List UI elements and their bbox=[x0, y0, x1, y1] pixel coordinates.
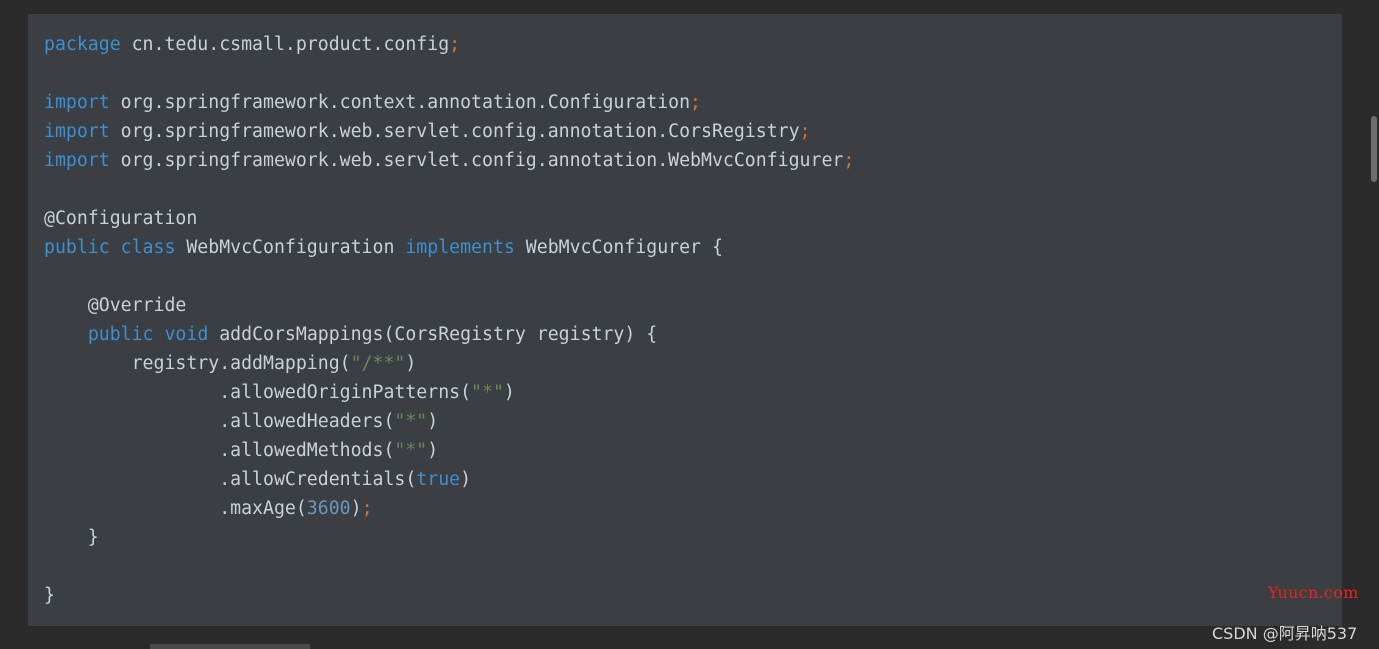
code-token: WebMvcConfigurer { bbox=[514, 237, 723, 258]
code-token: org.springframework.web.servlet.config.a… bbox=[109, 121, 800, 142]
code-line: package cn.tedu.csmall.product.config; bbox=[44, 30, 854, 59]
code-line bbox=[44, 262, 854, 291]
code-line: .allowedOriginPatterns("*") bbox=[44, 378, 854, 407]
code-line: import org.springframework.web.servlet.c… bbox=[44, 117, 854, 146]
code-token bbox=[44, 324, 88, 345]
code-token: .maxAge( bbox=[44, 498, 307, 519]
code-token: ) bbox=[350, 498, 362, 519]
code-token: public bbox=[44, 237, 110, 258]
code-token: "*" bbox=[394, 411, 428, 432]
code-token: 3600 bbox=[306, 498, 351, 519]
code-line: } bbox=[44, 523, 854, 552]
code-line: .allowedMethods("*") bbox=[44, 436, 854, 465]
code-token: ; bbox=[449, 34, 461, 55]
code-token: ) bbox=[427, 411, 439, 432]
code-line: .allowCredentials(true) bbox=[44, 465, 854, 494]
code-token: .allowCredentials( bbox=[44, 469, 417, 490]
code-token bbox=[154, 324, 165, 345]
code-token: "*" bbox=[471, 382, 504, 403]
code-line: @Configuration bbox=[44, 204, 854, 233]
code-token: ) bbox=[503, 382, 515, 403]
code-token: public bbox=[87, 324, 154, 345]
code-line: import org.springframework.context.annot… bbox=[44, 88, 854, 117]
code-token bbox=[110, 237, 121, 258]
code-line: public class WebMvcConfiguration impleme… bbox=[44, 233, 854, 262]
code-token: } bbox=[44, 527, 99, 548]
code-token: import bbox=[44, 92, 110, 113]
code-line: @Override bbox=[44, 291, 854, 320]
code-token: .allowedMethods( bbox=[44, 440, 395, 461]
code-line bbox=[44, 552, 854, 581]
code-line bbox=[44, 175, 854, 204]
code-token: true bbox=[416, 469, 461, 490]
code-token: ; bbox=[843, 150, 855, 171]
code-token: implements bbox=[405, 237, 515, 258]
code-token: "/**" bbox=[350, 353, 406, 374]
code-token: @Configuration bbox=[44, 208, 198, 229]
horizontal-scrollbar[interactable] bbox=[150, 644, 310, 649]
code-token: registry.addMapping( bbox=[44, 353, 351, 374]
code-token: WebMvcConfiguration bbox=[175, 237, 406, 258]
code-line: import org.springframework.web.servlet.c… bbox=[44, 146, 854, 175]
code-line: } bbox=[44, 581, 854, 610]
code-token: @Override bbox=[44, 295, 187, 316]
code-token: ) bbox=[427, 440, 439, 461]
code-token: cn.tedu.csmall.product.config bbox=[120, 34, 450, 55]
site-watermark: Yuucn.com bbox=[1268, 583, 1359, 602]
code-token: class bbox=[120, 237, 176, 258]
code-token: ; bbox=[799, 121, 811, 142]
code-token: package bbox=[44, 34, 121, 55]
code-line bbox=[44, 59, 854, 88]
scrollbar-thumb[interactable] bbox=[1371, 116, 1377, 182]
code-line: .allowedHeaders("*") bbox=[44, 407, 854, 436]
code-token: addCorsMappings(CorsRegistry registry) { bbox=[208, 324, 658, 345]
code-token: ) bbox=[405, 353, 417, 374]
code-token: ; bbox=[361, 498, 373, 519]
code-line: public void addCorsMappings(CorsRegistry… bbox=[44, 320, 854, 349]
code-token: void bbox=[164, 324, 209, 345]
code-token: ; bbox=[690, 92, 701, 113]
author-watermark: CSDN @阿昇呐537 bbox=[1212, 624, 1358, 643]
code-token: .allowedHeaders( bbox=[44, 411, 395, 432]
code-line: registry.addMapping("/**") bbox=[44, 349, 854, 378]
code-token: import bbox=[44, 121, 110, 142]
code-block-panel: package cn.tedu.csmall.product.config; i… bbox=[28, 14, 1342, 626]
code-line: .maxAge(3600); bbox=[44, 494, 854, 523]
code-token: ) bbox=[460, 469, 472, 490]
code-token: org.springframework.context.annotation.C… bbox=[109, 92, 691, 113]
code-token: "*" bbox=[394, 440, 428, 461]
code-token: org.springframework.web.servlet.config.a… bbox=[109, 150, 844, 171]
code-token: } bbox=[44, 585, 55, 606]
code-block: package cn.tedu.csmall.product.config; i… bbox=[44, 30, 854, 610]
code-token: .allowedOriginPatterns( bbox=[44, 382, 472, 403]
code-token: import bbox=[44, 150, 110, 171]
vertical-scrollbar[interactable] bbox=[1369, 0, 1379, 649]
